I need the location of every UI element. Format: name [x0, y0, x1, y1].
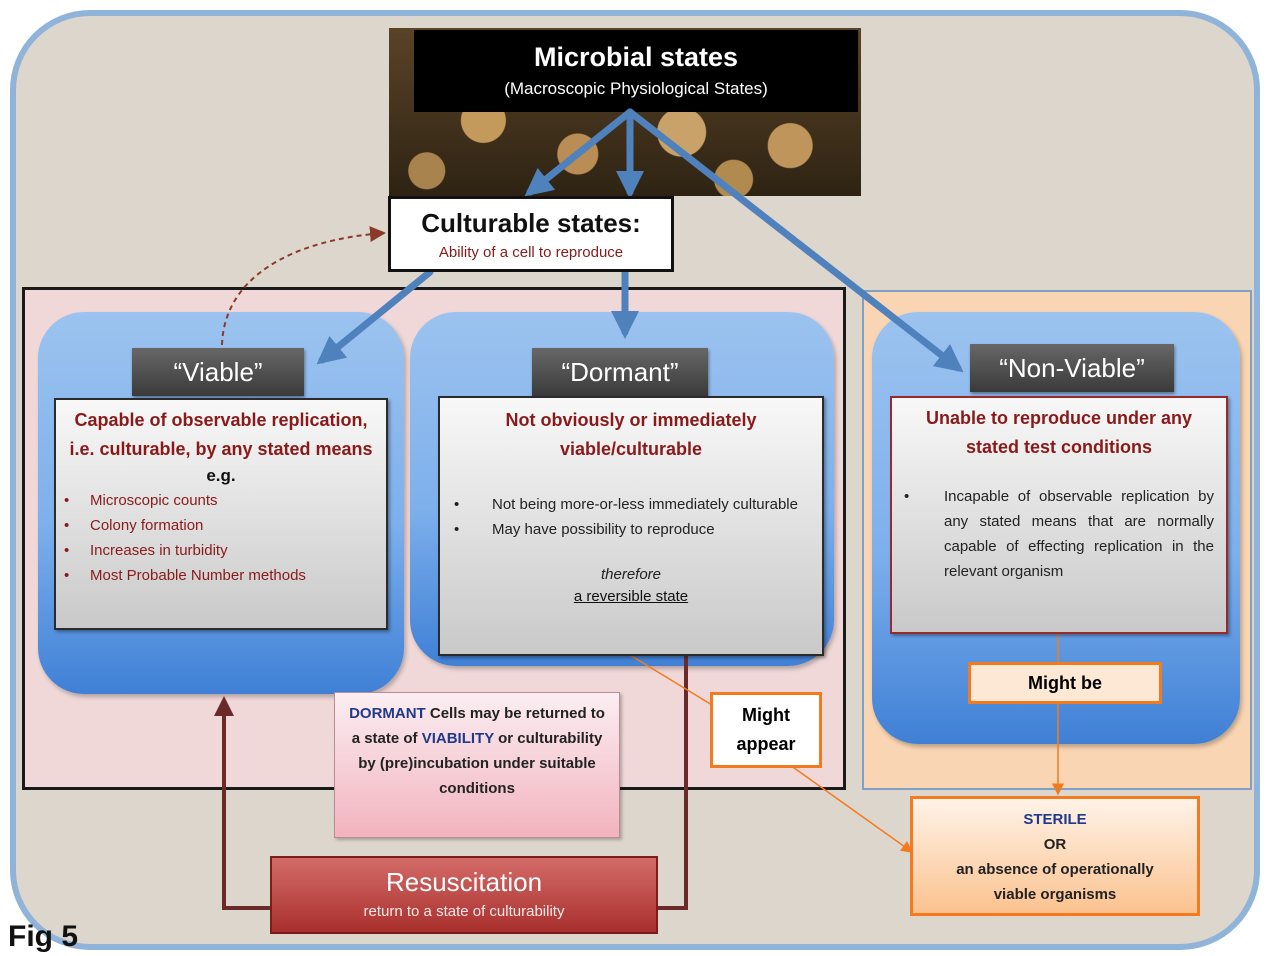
viability-keyword: VIABILITY [421, 730, 494, 747]
might-appear-to-sterile-arrow [789, 764, 914, 853]
culturable-states-box: Culturable states: Ability of a cell to … [388, 196, 674, 272]
list-item: •Incapable of observable replication by … [904, 488, 1214, 580]
page-title: Microbial states [533, 42, 739, 72]
viable-header: “Viable” [132, 348, 304, 396]
viable-to-culturable-dashed-arrow [221, 226, 386, 346]
arrow-title-to-culturable [524, 108, 634, 197]
viable-title: Capable of observable replication, i.e. … [69, 410, 373, 459]
non-viable-title: Unable to reproduce under any stated tes… [925, 408, 1193, 457]
page-subtitle: (Macroscopic Physiological States) [504, 79, 768, 98]
non-viable-header: “Non-Viable” [970, 344, 1174, 392]
arrow-to-viable [316, 268, 434, 365]
title-box: Microbial states (Macroscopic Physiologi… [414, 30, 858, 112]
dormant-list: •Not being more-or-less immediately cult… [440, 464, 822, 542]
list-item: •May have possibility to reproduce [454, 521, 715, 538]
sterile-or: OR [1043, 836, 1067, 853]
dormant-keyword: DORMANT [349, 705, 426, 722]
dormant-description-box: Not obviously or immediately viable/cult… [438, 396, 824, 656]
sterile-title: STERILE [1023, 811, 1087, 828]
viable-eg: e.g. [206, 466, 236, 485]
non-viable-description-box: Unable to reproduce under any stated tes… [890, 396, 1228, 634]
figure-label: Fig 5 [8, 920, 79, 953]
resuscitation-arrow [214, 696, 270, 910]
non-viable-list: •Incapable of observable replication by … [892, 462, 1226, 584]
resuscitation-title: Resuscitation [385, 867, 543, 897]
note-text: or culturability by (pre)incubation unde… [358, 730, 603, 797]
dormant-return-line [658, 656, 688, 910]
culturable-title: Culturable states: [421, 208, 641, 238]
sterile-box: STERILE OR an absence of operationally v… [910, 796, 1200, 916]
arrow-to-non-viable [626, 108, 964, 373]
dormant-reversible-note: a reversible state [573, 588, 689, 605]
dormant-therefore: therefore [600, 566, 662, 583]
viable-description-box: Capable of observable replication, i.e. … [54, 398, 388, 630]
resuscitation-box: Resuscitation return to a state of cultu… [270, 856, 658, 934]
resuscitation-subtitle: return to a state of culturability [363, 903, 565, 920]
sterile-text: an absence of operationally viable organ… [956, 861, 1154, 903]
list-item: •Not being more-or-less immediately cult… [454, 496, 798, 513]
list-item: •Colony formation [64, 517, 204, 534]
dormant-return-note: DORMANT Cells may be returned to a state… [334, 692, 620, 838]
dormant-to-might-appear-line [629, 654, 713, 706]
culturable-subtitle: Ability of a cell to reproduce [438, 244, 624, 261]
viable-list: •Microscopic counts •Colony formation •I… [56, 488, 386, 588]
might-appear-label: Might appear [710, 692, 822, 768]
list-item: •Most Probable Number methods [64, 567, 306, 584]
dormant-title: Not obviously or immediately viable/cult… [505, 410, 757, 459]
dormant-header: “Dormant” [532, 348, 708, 396]
list-item: •Increases in turbidity [64, 542, 228, 559]
might-be-label: Might be [968, 662, 1162, 704]
list-item: •Microscopic counts [64, 492, 218, 509]
note-text: Cells may be returned to a state of [351, 705, 605, 747]
